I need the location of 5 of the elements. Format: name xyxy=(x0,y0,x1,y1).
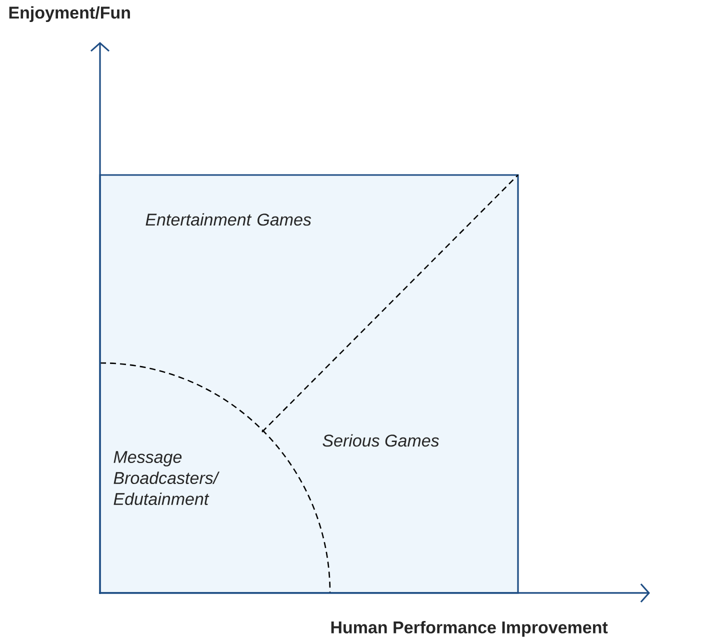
region-label: Entertainment Games xyxy=(146,213,312,226)
axis-label: Enjoyment/Fun xyxy=(9,6,130,22)
region-label: Serious Games xyxy=(322,434,439,447)
axis-label: Human Performance Improvement xyxy=(331,620,608,637)
region-label: Message Broadcasters/ Edutainment xyxy=(114,451,220,506)
